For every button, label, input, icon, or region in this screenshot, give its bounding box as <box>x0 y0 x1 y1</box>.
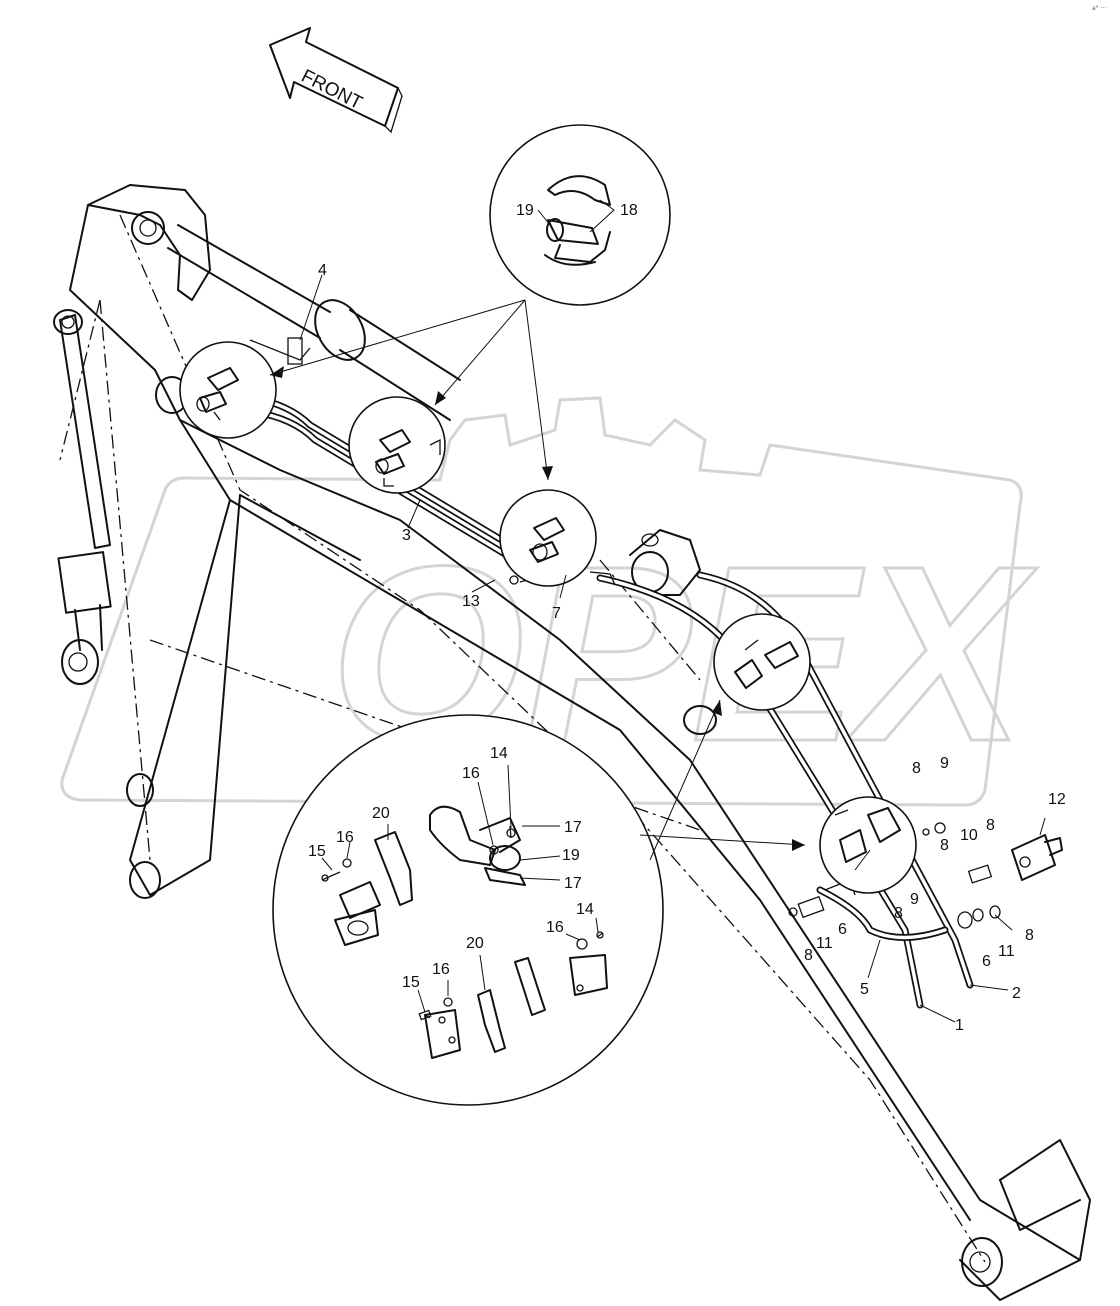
callout-16a: 16 <box>462 765 480 782</box>
detail-bubble-clamp-3 <box>499 489 597 587</box>
callout-11b: 11 <box>998 943 1015 960</box>
detail-bubble-top <box>489 124 671 306</box>
detail-bubble-clamp-1 <box>179 341 277 439</box>
callout-20b: 20 <box>466 935 484 952</box>
callout-leaders <box>299 199 1046 1023</box>
detail-bubble-clamp-5 <box>819 796 917 894</box>
callout-17a: 17 <box>564 819 582 836</box>
callout-16d: 16 <box>432 961 450 978</box>
callout-16c: 16 <box>546 919 564 936</box>
callout-7: 7 <box>552 605 561 622</box>
callout-10: 10 <box>960 827 978 844</box>
callout-16b: 16 <box>336 829 354 846</box>
callout-8f: 8 <box>804 947 813 964</box>
front-label: FRONT <box>298 66 366 115</box>
callout-8b: 8 <box>940 837 949 854</box>
callout-12: 12 <box>1048 791 1066 808</box>
callout-15a: 15 <box>308 843 326 860</box>
callout-labels: 1 2 3 4 5 6 6 7 8 8 8 8 8 8 9 9 10 11 11… <box>308 202 1066 1034</box>
callout-6a: 6 <box>838 921 847 938</box>
callout-6b: 6 <box>982 953 991 970</box>
front-direction-arrow: FRONT <box>269 27 403 134</box>
callout-5: 5 <box>860 981 869 998</box>
callout-8c: 8 <box>986 817 995 834</box>
callout-1: 1 <box>955 1017 964 1034</box>
callout-17b: 17 <box>564 875 582 892</box>
callout-8e: 8 <box>1025 927 1034 944</box>
callout-19b: 19 <box>562 847 580 864</box>
callout-8a: 8 <box>912 760 921 777</box>
corner-mark: a° ··· <box>1092 5 1106 12</box>
callout-14b: 14 <box>576 901 594 918</box>
callout-2: 2 <box>1012 985 1021 1002</box>
bubble-leader-lines <box>269 299 806 861</box>
detail-bubble-large <box>272 714 664 1106</box>
callout-3: 3 <box>402 527 411 544</box>
callout-11a: 11 <box>816 935 833 952</box>
callout-9b: 9 <box>910 891 919 908</box>
callout-9a: 9 <box>940 755 949 772</box>
detail-bubble-clamp-4 <box>713 613 811 711</box>
callout-8d: 8 <box>894 905 903 922</box>
detail-bubble-clamp-2 <box>348 396 446 494</box>
callout-20a: 20 <box>372 805 390 822</box>
hydraulic-lines <box>211 337 974 1009</box>
callout-13: 13 <box>462 593 480 610</box>
callout-19a: 19 <box>516 202 534 219</box>
callout-4: 4 <box>318 262 327 279</box>
detail-leaders <box>321 764 599 1013</box>
callout-18: 18 <box>620 202 638 219</box>
callout-14a: 14 <box>490 745 508 762</box>
callout-15b: 15 <box>402 974 420 991</box>
